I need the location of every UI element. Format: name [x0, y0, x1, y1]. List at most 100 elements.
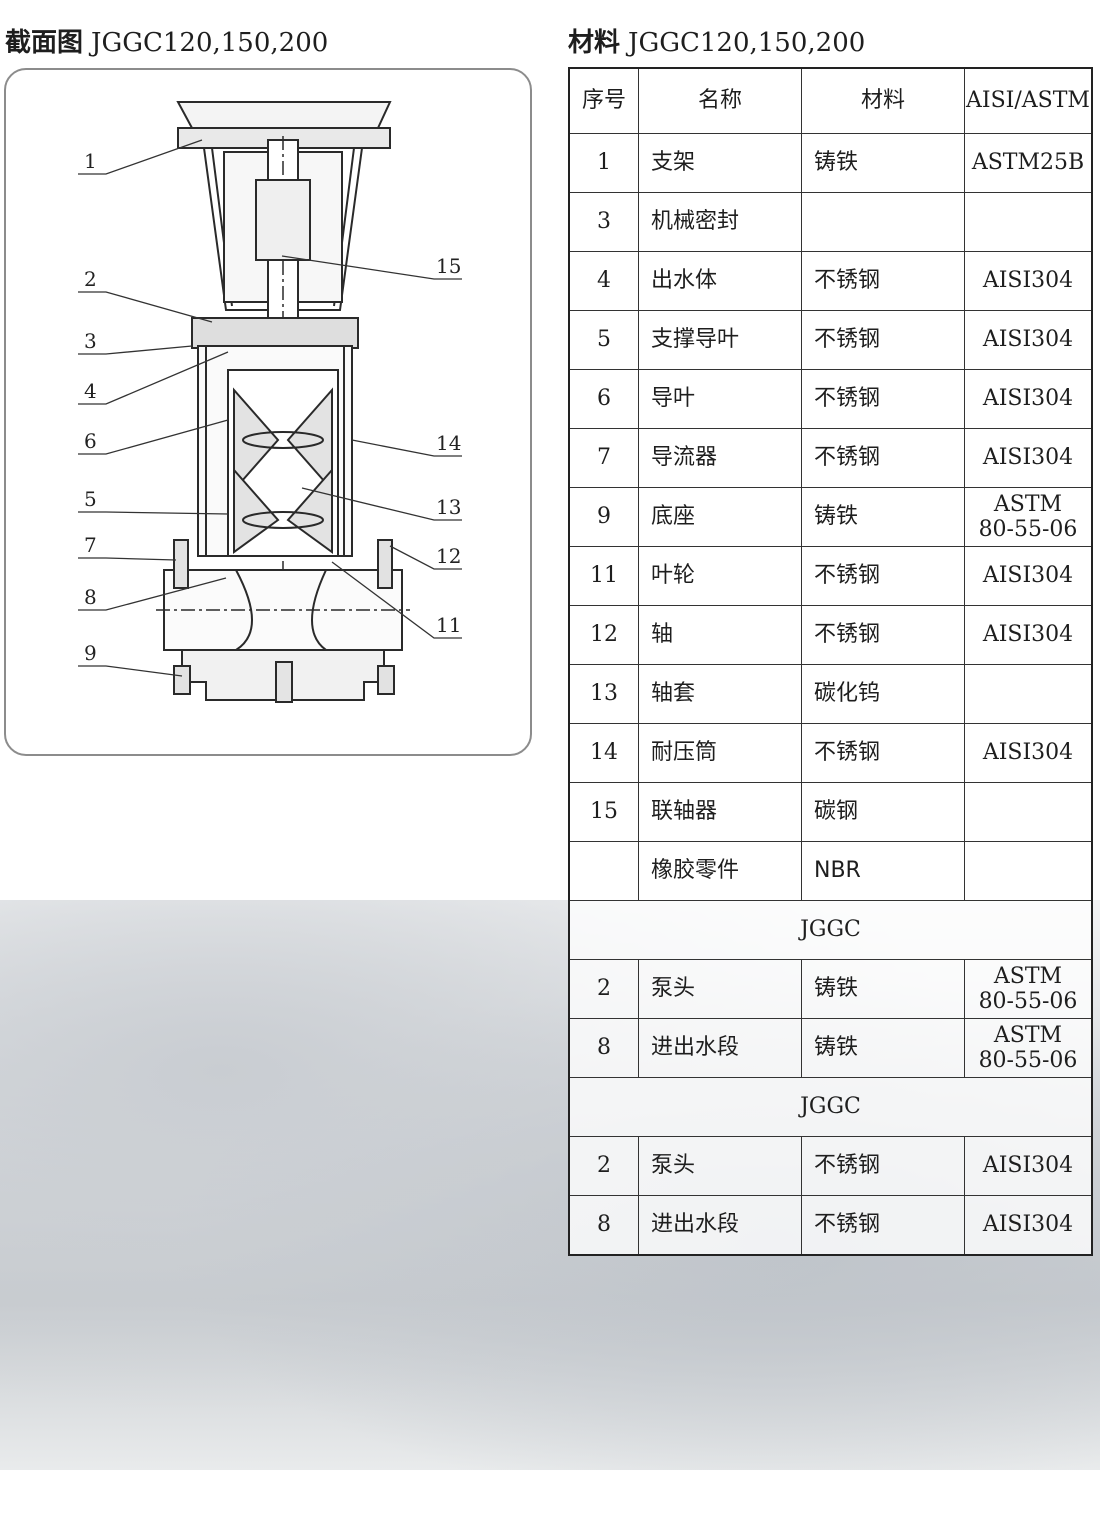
table-row: 3 机械密封: [568, 192, 1093, 252]
cell-no: 11: [568, 546, 639, 606]
table-row: 6 导叶 不锈钢 AISI304: [568, 369, 1093, 429]
cell-name: 进出水段: [638, 1195, 802, 1256]
standard-line-2: 80-55-06: [978, 1048, 1078, 1073]
cell-material: 不锈钢: [801, 723, 965, 783]
cell-standard: AISI304: [964, 605, 1093, 665]
cell-standard: AISI304: [964, 1136, 1093, 1196]
cell-no: 12: [568, 605, 639, 665]
cell-material: 不锈钢: [801, 1195, 965, 1256]
cell-no: 4: [568, 251, 639, 311]
cell-standard: [964, 782, 1093, 842]
cell-name: 泵头: [638, 959, 802, 1019]
group-title-row: JGGC: [568, 1077, 1093, 1137]
callout-2: 2: [84, 267, 97, 291]
table-row: 11 叶轮 不锈钢 AISI304: [568, 546, 1093, 606]
table-row: 橡胶零件 NBR: [568, 841, 1093, 901]
callout-3: 3: [84, 329, 97, 353]
callout-12: 12: [436, 544, 461, 568]
table-row: 8 进出水段 不锈钢 AISI304: [568, 1195, 1093, 1256]
cell-no: 7: [568, 428, 639, 488]
cell-material: 不锈钢: [801, 605, 965, 665]
callout-5: 5: [84, 487, 97, 511]
pump-cross-section-drawing: 1 2 3 4 6 5 7 8 9 15 14 13 12 11: [78, 101, 462, 703]
cell-name: 机械密封: [638, 192, 802, 252]
cell-name: 橡胶零件: [638, 841, 802, 901]
cell-name: 支撑导叶: [638, 310, 802, 370]
cell-standard: AISI304: [964, 546, 1093, 606]
section-drawing-title: 截面图: [5, 28, 84, 58]
cell-name: 进出水段: [638, 1018, 802, 1078]
cell-standard: ASTM 80-55-06: [964, 959, 1093, 1019]
cell-material: 不锈钢: [801, 1136, 965, 1196]
cell-no: 14: [568, 723, 639, 783]
cell-name: 泵头: [638, 1136, 802, 1196]
cell-no: 9: [568, 487, 639, 547]
header-name: 名称: [638, 67, 802, 134]
cell-standard: [964, 664, 1093, 724]
cell-name: 底座: [638, 487, 802, 547]
header-material: 材料: [801, 67, 965, 134]
table-row: 5 支撑导叶 不锈钢 AISI304: [568, 310, 1093, 370]
cell-standard: [964, 841, 1093, 901]
cell-no: 2: [568, 1136, 639, 1196]
cell-material: 不锈钢: [801, 310, 965, 370]
callout-11: 11: [436, 613, 461, 637]
cell-material: [801, 192, 965, 252]
header-no: 序号: [568, 67, 639, 134]
cell-standard: AISI304: [964, 723, 1093, 783]
cell-standard: ASTM25B: [964, 133, 1093, 193]
standard-line-1: ASTM: [993, 1023, 1063, 1048]
cell-material: 不锈钢: [801, 369, 965, 429]
cell-name: 出水体: [638, 251, 802, 311]
cell-name: 耐压筒: [638, 723, 802, 783]
cell-no: 13: [568, 664, 639, 724]
cell-material: 铸铁: [801, 959, 965, 1019]
cell-name: 导叶: [638, 369, 802, 429]
group-title-row: JGGC: [568, 900, 1093, 960]
standard-line-2: 80-55-06: [978, 517, 1078, 542]
cell-standard: AISI304: [964, 251, 1093, 311]
cell-material: 不锈钢: [801, 428, 965, 488]
group-title: JGGC: [568, 900, 1093, 960]
callout-14: 14: [436, 431, 461, 455]
cell-no: 6: [568, 369, 639, 429]
cell-no: [568, 841, 639, 901]
table-row: 1 支架 铸铁 ASTM25B: [568, 133, 1093, 193]
table-row: 8 进出水段 铸铁 ASTM 80-55-06: [568, 1018, 1093, 1078]
cell-material: 不锈钢: [801, 251, 965, 311]
cell-no: 2: [568, 959, 639, 1019]
section-drawing-model: JGGC120,150,200: [91, 28, 329, 58]
cell-standard: ASTM 80-55-06: [964, 487, 1093, 547]
group-title: JGGC: [568, 1077, 1093, 1137]
callout-4: 4: [84, 379, 97, 403]
cell-no: 1: [568, 133, 639, 193]
cell-no: 8: [568, 1195, 639, 1256]
cross-section-panel: 1 2 3 4 6 5 7 8 9 15 14 13 12 11: [4, 68, 532, 756]
standard-line-1: ASTM: [993, 492, 1063, 517]
table-header-row: 序号 名称 材料 AISI/ASTM: [568, 67, 1093, 134]
table-row: 15 联轴器 碳钢: [568, 782, 1093, 842]
callout-8: 8: [84, 585, 97, 609]
table-row: 12 轴 不锈钢 AISI304: [568, 605, 1093, 665]
standard-line-2: 80-55-06: [978, 989, 1078, 1014]
cell-standard: AISI304: [964, 310, 1093, 370]
cell-material: NBR: [801, 841, 965, 901]
table-row: 14 耐压筒 不锈钢 AISI304: [568, 723, 1093, 783]
cell-standard: AISI304: [964, 428, 1093, 488]
cell-name: 支架: [638, 133, 802, 193]
cell-material: 铸铁: [801, 133, 965, 193]
header-standard: AISI/ASTM: [964, 67, 1093, 134]
cell-name: 联轴器: [638, 782, 802, 842]
cell-name: 轴: [638, 605, 802, 665]
cell-material: 铸铁: [801, 487, 965, 547]
callout-9: 9: [84, 641, 97, 665]
cell-standard: [964, 192, 1093, 252]
callout-15: 15: [436, 254, 461, 278]
materials-model: JGGC120,150,200: [628, 28, 866, 58]
table-row: 13 轴套 碳化钨: [568, 664, 1093, 724]
cell-no: 15: [568, 782, 639, 842]
table-row: 4 出水体 不锈钢 AISI304: [568, 251, 1093, 311]
table-row: 2 泵头 不锈钢 AISI304: [568, 1136, 1093, 1196]
